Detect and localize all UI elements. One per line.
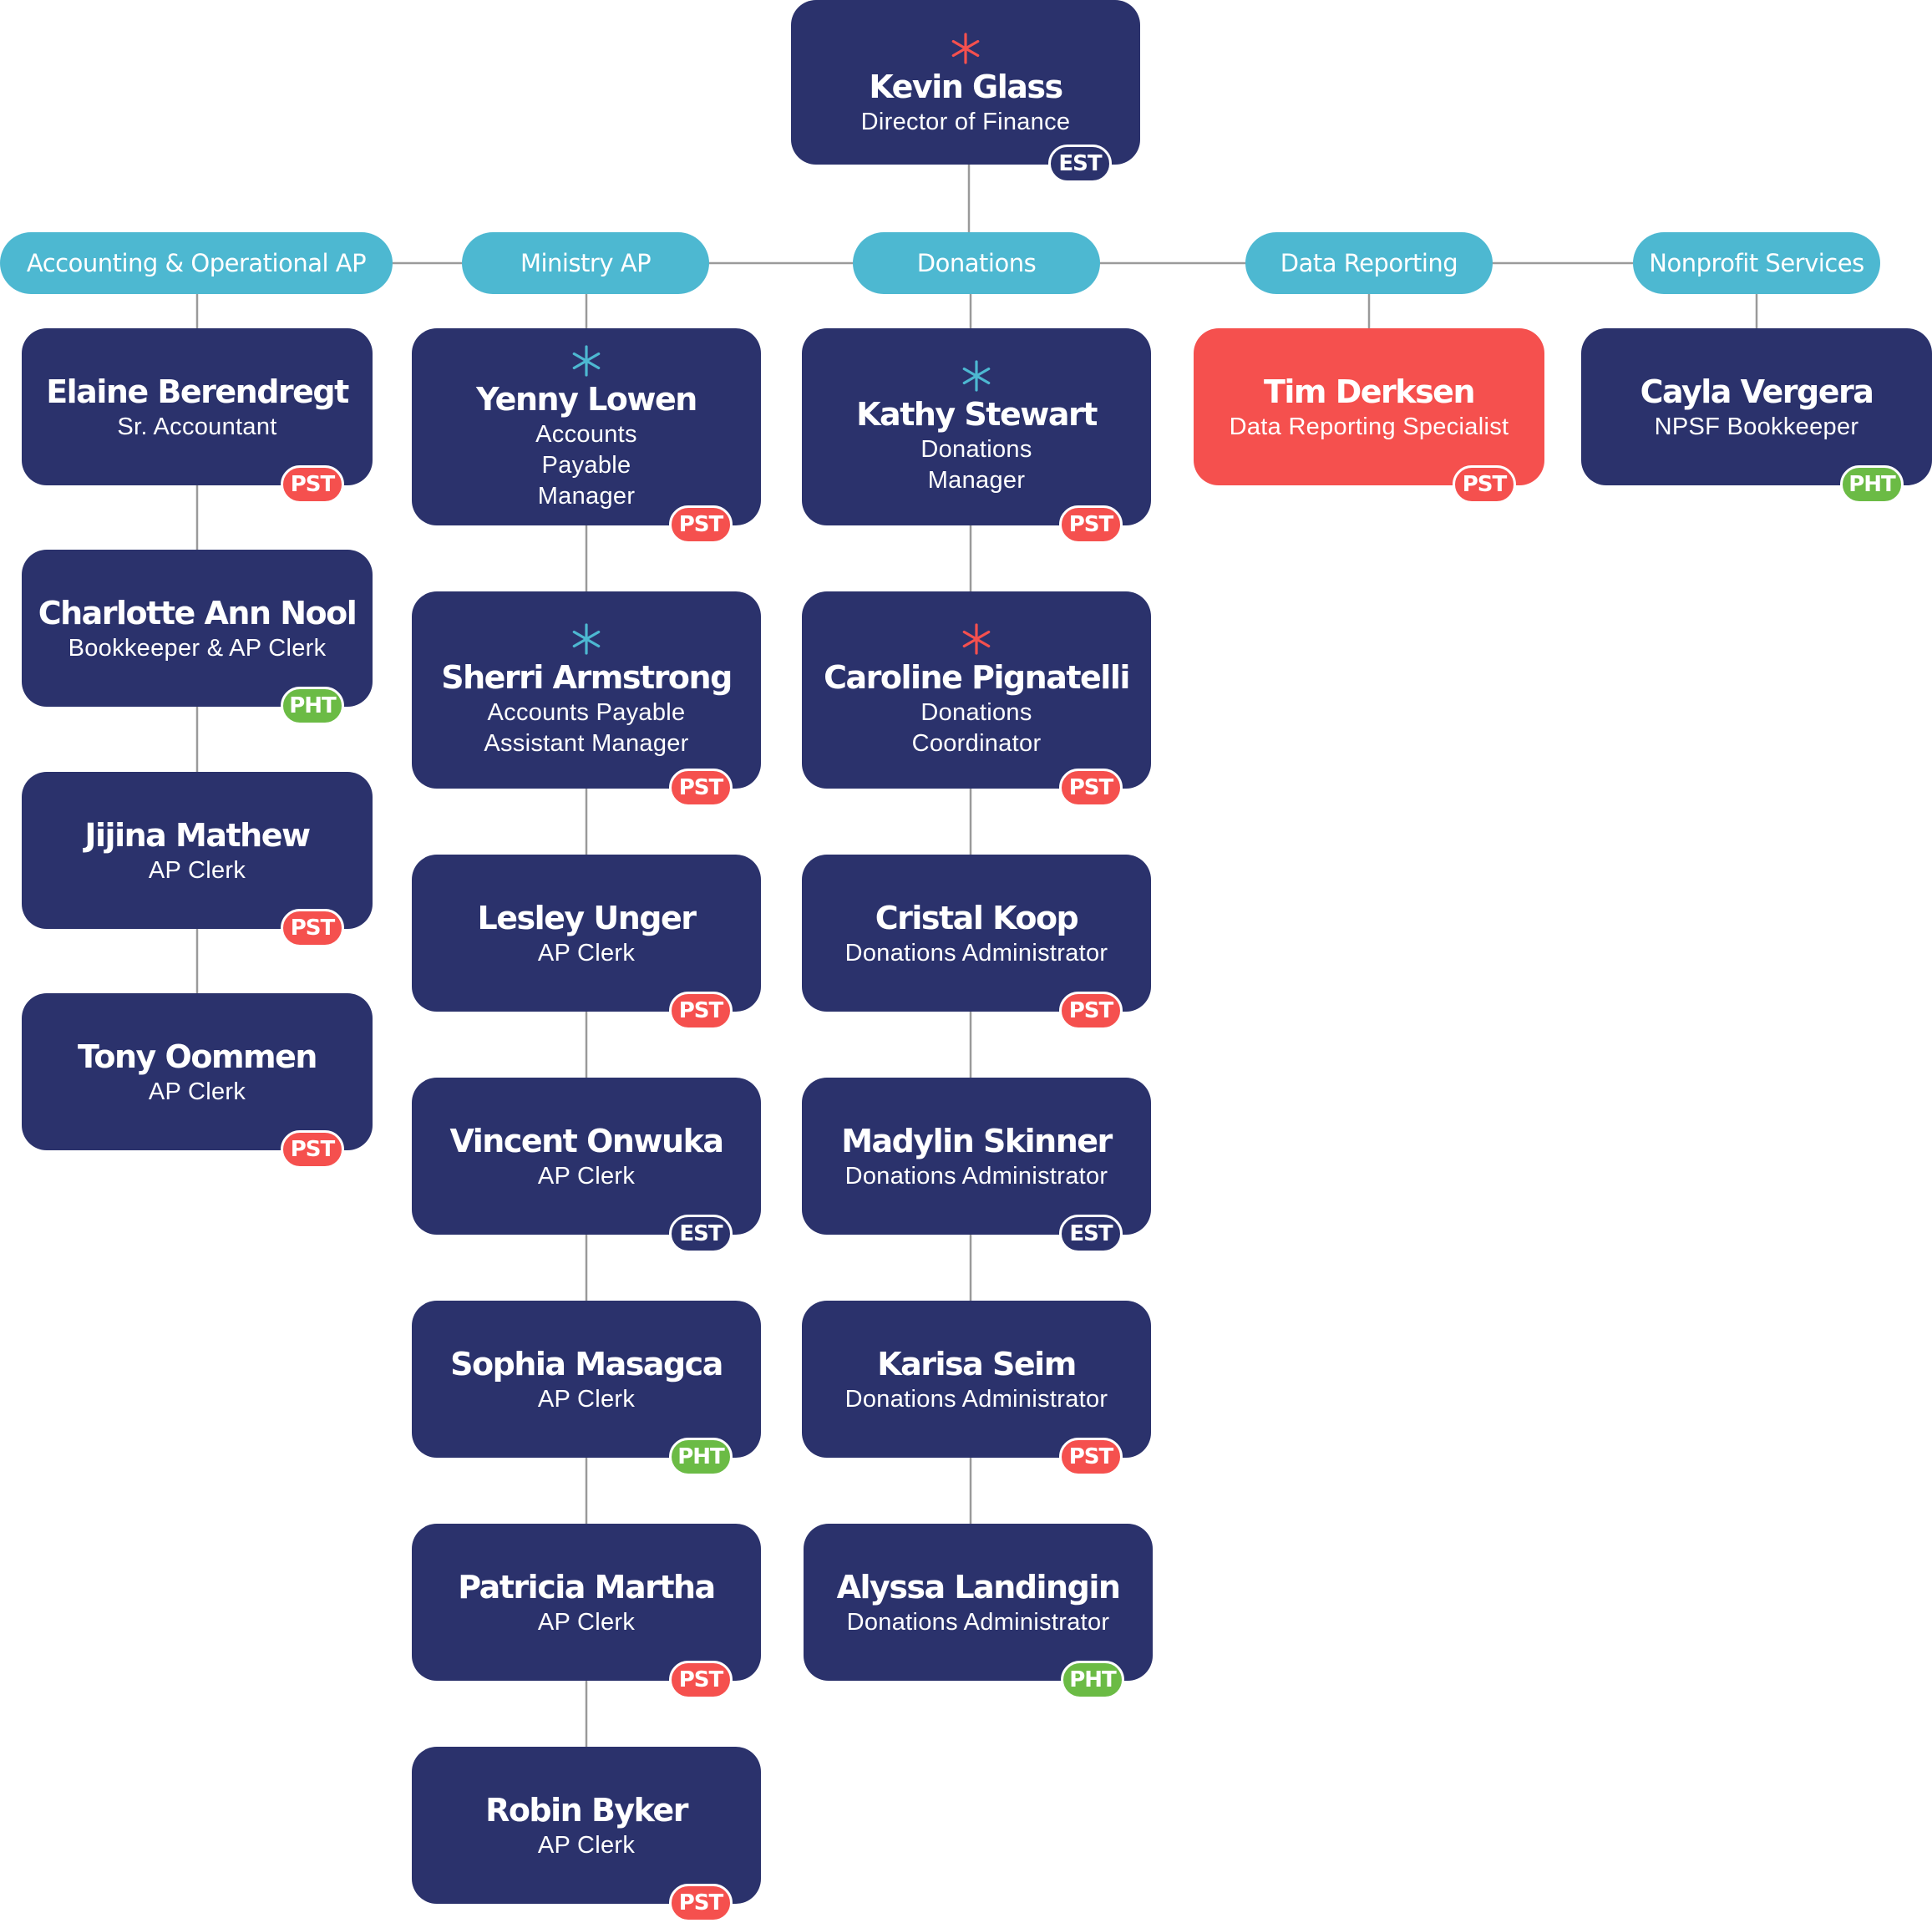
person-card-elaine-berendregt: Elaine Berendregt Sr. Accountant PST: [22, 328, 373, 504]
person-role: AP Clerk: [148, 856, 246, 884]
person-card-tim-derksen: Tim Derksen Data Reporting Specialist PS…: [1194, 328, 1544, 504]
person-card-karisa-seim: Karisa Seim Donations Administrator PST: [802, 1301, 1151, 1476]
timezone-badge: PST: [1059, 992, 1123, 1030]
timezone-badge: PST: [1059, 769, 1123, 807]
person-card-madylin-skinner: Madylin Skinner Donations Administrator …: [802, 1078, 1151, 1253]
person-card-vincent-onwuka: Vincent Onwuka AP Clerk EST: [412, 1078, 761, 1253]
timezone-badge: EST: [669, 1215, 733, 1253]
person-name: Charlotte Ann Nool: [38, 594, 357, 632]
department-pill-donations: Donations: [853, 232, 1100, 294]
person-name: Kevin Glass: [869, 68, 1063, 105]
person-name: Madylin Skinner: [841, 1122, 1113, 1159]
person-name: Vincent Onwuka: [449, 1122, 725, 1159]
timezone-badge: PST: [281, 1130, 344, 1169]
timezone-badge: PST: [669, 505, 733, 544]
person-role: AP Clerk: [148, 1078, 246, 1105]
person-card-caroline-pignatelli: Caroline Pignatelli Donations Coordinato…: [802, 591, 1151, 807]
person-role: Bookkeeper & AP Clerk: [68, 634, 327, 662]
person-role: Accounts Payable Manager: [535, 420, 637, 510]
person-card-cayla-vergera: Cayla Vergera NPSF Bookkeeper PHT: [1581, 328, 1932, 504]
asterisk-icon: [572, 623, 601, 655]
person-role: AP Clerk: [537, 1162, 636, 1190]
timezone-badge: PST: [669, 992, 733, 1030]
timezone-badge: PST: [1059, 1438, 1123, 1476]
timezone-badge: PST: [669, 1661, 733, 1699]
person-role: AP Clerk: [537, 939, 636, 967]
timezone-badge: PST: [281, 909, 344, 947]
person-role: Donations Coordinator: [911, 699, 1042, 757]
person-role: Donations Administrator: [844, 1162, 1108, 1190]
person-card-yenny-lowen: Yenny Lowen Accounts Payable Manager PST: [412, 328, 761, 544]
person-name: Tim Derksen: [1263, 373, 1476, 410]
person-role: Donations Administrator: [844, 939, 1108, 967]
department-pill-nonprofit-services: Nonprofit Services: [1633, 232, 1880, 294]
person-name: Sherri Armstrong: [441, 659, 733, 696]
person-role: Director of Finance: [860, 109, 1071, 135]
timezone-badge: PST: [281, 465, 344, 504]
timezone-badge: PHT: [1840, 465, 1904, 504]
person-name: Elaine Berendregt: [46, 373, 349, 410]
timezone-badge: PHT: [1061, 1661, 1124, 1699]
person-role: AP Clerk: [537, 1608, 636, 1636]
timezone-badge: PST: [1059, 505, 1123, 544]
person-role: AP Clerk: [537, 1831, 636, 1859]
person-role: Sr. Accountant: [117, 413, 277, 440]
person-name: Caroline Pignatelli: [824, 659, 1130, 696]
person-role: Donations Administrator: [844, 1385, 1108, 1413]
person-name: Karisa Seim: [877, 1345, 1077, 1383]
person-role: AP Clerk: [537, 1385, 636, 1413]
person-name: Jijina Mathew: [84, 816, 311, 854]
person-card-tony-oommen: Tony Oommen AP Clerk PST: [22, 993, 373, 1169]
timezone-badge: EST: [1059, 1215, 1123, 1253]
person-card-patricia-martha: Patricia Martha AP Clerk PST: [412, 1524, 761, 1699]
person-card-lesley-unger: Lesley Unger AP Clerk PST: [412, 855, 761, 1030]
person-name: Robin Byker: [485, 1791, 688, 1829]
person-name: Lesley Unger: [477, 899, 697, 936]
person-name: Cayla Vergera: [1640, 373, 1874, 410]
person-name: Alyssa Landingin: [836, 1568, 1121, 1606]
department-pill-ministry-ap: Ministry AP: [462, 232, 709, 294]
timezone-badge: PST: [669, 769, 733, 807]
person-name: Sophia Masagca: [450, 1345, 723, 1383]
timezone-badge: PST: [669, 1884, 733, 1922]
person-name: Patricia Martha: [458, 1568, 716, 1606]
person-name: Kathy Stewart: [856, 396, 1098, 433]
person-card-robin-byker: Robin Byker AP Clerk PST: [412, 1747, 761, 1922]
person-card-kathy-stewart: Kathy Stewart Donations Manager PST: [802, 328, 1151, 544]
person-card-sherri-armstrong: Sherri Armstrong Accounts Payable Assist…: [412, 591, 761, 807]
person-card-sophia-masagca: Sophia Masagca AP Clerk PHT: [412, 1301, 761, 1476]
asterisk-icon: [962, 360, 991, 392]
asterisk-icon: [962, 623, 991, 655]
timezone-badge: PHT: [669, 1438, 733, 1476]
department-pill-accounting-operational-ap: Accounting & Operational AP: [0, 232, 393, 294]
asterisk-icon: [572, 344, 601, 377]
person-name: Tony Oommen: [78, 1038, 317, 1075]
person-role: NPSF Bookkeeper: [1654, 413, 1859, 440]
person-role: Donations Administrator: [846, 1608, 1110, 1636]
timezone-badge: PST: [1453, 465, 1516, 504]
person-name: Yenny Lowen: [476, 380, 697, 418]
person-card-jijina-mathew: Jijina Mathew AP Clerk PST: [22, 772, 373, 947]
person-card-cristal-koop: Cristal Koop Donations Administrator PST: [802, 855, 1151, 1030]
director-card: Kevin Glass Director of Finance EST: [791, 0, 1140, 183]
asterisk-icon: [951, 33, 980, 64]
timezone-badge: PHT: [281, 687, 344, 725]
department-pill-data-reporting: Data Reporting: [1245, 232, 1493, 294]
person-role: Accounts Payable Assistant Manager: [484, 699, 689, 757]
timezone-badge: EST: [1048, 145, 1112, 183]
person-role: Donations Manager: [920, 436, 1032, 494]
person-role: Data Reporting Specialist: [1229, 413, 1509, 440]
person-card-charlotte-ann-nool: Charlotte Ann Nool Bookkeeper & AP Clerk…: [22, 550, 373, 725]
person-card-alyssa-landingin: Alyssa Landingin Donations Administrator…: [804, 1524, 1153, 1699]
person-name: Cristal Koop: [875, 899, 1079, 936]
